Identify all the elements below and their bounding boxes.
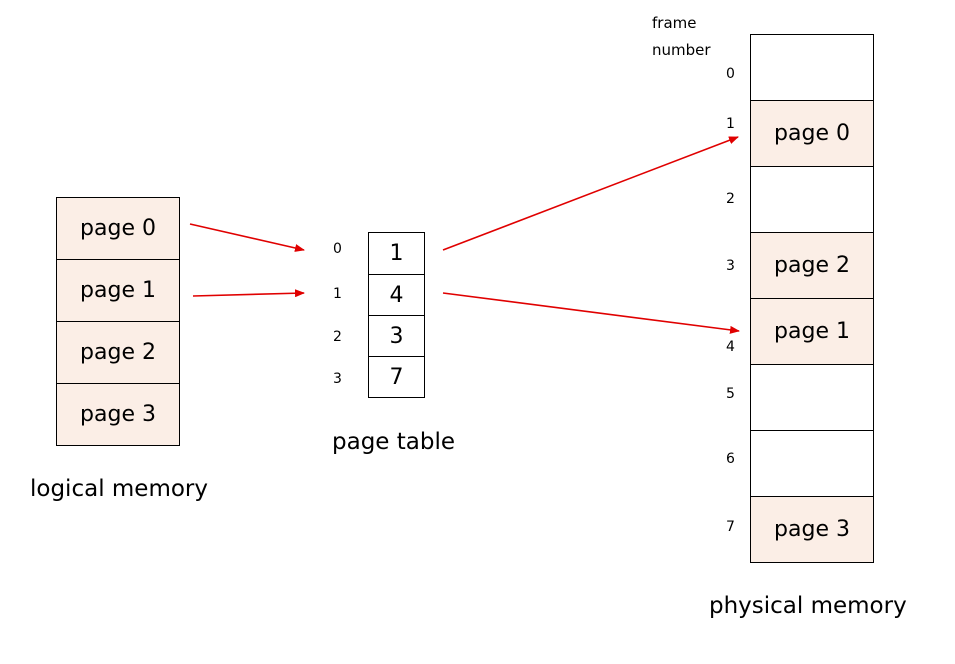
page-table-index-0: 0 bbox=[333, 241, 342, 257]
page-table-entry-0: 1 bbox=[369, 233, 424, 275]
frame-number-header-line2: number bbox=[652, 41, 711, 59]
physical-frame-2 bbox=[751, 167, 873, 233]
page-table-index-3: 3 bbox=[333, 371, 342, 387]
logical-memory-stack: page 0 page 1 page 2 page 3 bbox=[56, 197, 180, 446]
arrow-logical-page1-to-table bbox=[192, 289, 305, 298]
page-table-entry-2: 3 bbox=[369, 316, 424, 357]
physical-frame-4: page 1 bbox=[751, 299, 873, 365]
frame-number-2: 2 bbox=[726, 191, 735, 207]
logical-page-2: page 2 bbox=[57, 322, 179, 384]
frame-number-7: 7 bbox=[726, 519, 735, 535]
frame-number-header-line1: frame bbox=[652, 14, 697, 32]
physical-frame-7: page 3 bbox=[751, 497, 873, 563]
frame-number-5: 5 bbox=[726, 386, 735, 402]
page-table-entry-3: 7 bbox=[369, 357, 424, 398]
physical-memory-stack: page 0 page 2 page 1 page 3 bbox=[750, 34, 874, 563]
physical-memory-caption: physical memory bbox=[709, 593, 907, 619]
frame-number-0: 0 bbox=[726, 66, 735, 82]
page-table-index-2: 2 bbox=[333, 329, 342, 345]
physical-frame-1: page 0 bbox=[751, 101, 873, 167]
frame-number-3: 3 bbox=[726, 258, 735, 274]
page-table-stack: 1 4 3 7 bbox=[368, 232, 425, 398]
logical-page-3: page 3 bbox=[57, 384, 179, 446]
page-table-index-1: 1 bbox=[333, 286, 342, 302]
arrow-logical-page0-to-table bbox=[189, 223, 305, 252]
logical-page-0: page 0 bbox=[57, 198, 179, 260]
arrow-table-entry1-to-frame4 bbox=[442, 292, 740, 334]
logical-memory-caption: logical memory bbox=[30, 476, 208, 502]
physical-frame-0 bbox=[751, 35, 873, 101]
page-table-entry-1: 4 bbox=[369, 275, 424, 316]
physical-frame-5 bbox=[751, 365, 873, 431]
frame-number-4: 4 bbox=[726, 339, 735, 355]
page-table-caption: page table bbox=[332, 429, 456, 455]
arrow-table-entry0-to-frame1 bbox=[442, 136, 739, 251]
frame-number-6: 6 bbox=[726, 451, 735, 467]
logical-page-1: page 1 bbox=[57, 260, 179, 322]
frame-number-1: 1 bbox=[726, 116, 735, 132]
physical-frame-6 bbox=[751, 431, 873, 497]
physical-frame-3: page 2 bbox=[751, 233, 873, 299]
